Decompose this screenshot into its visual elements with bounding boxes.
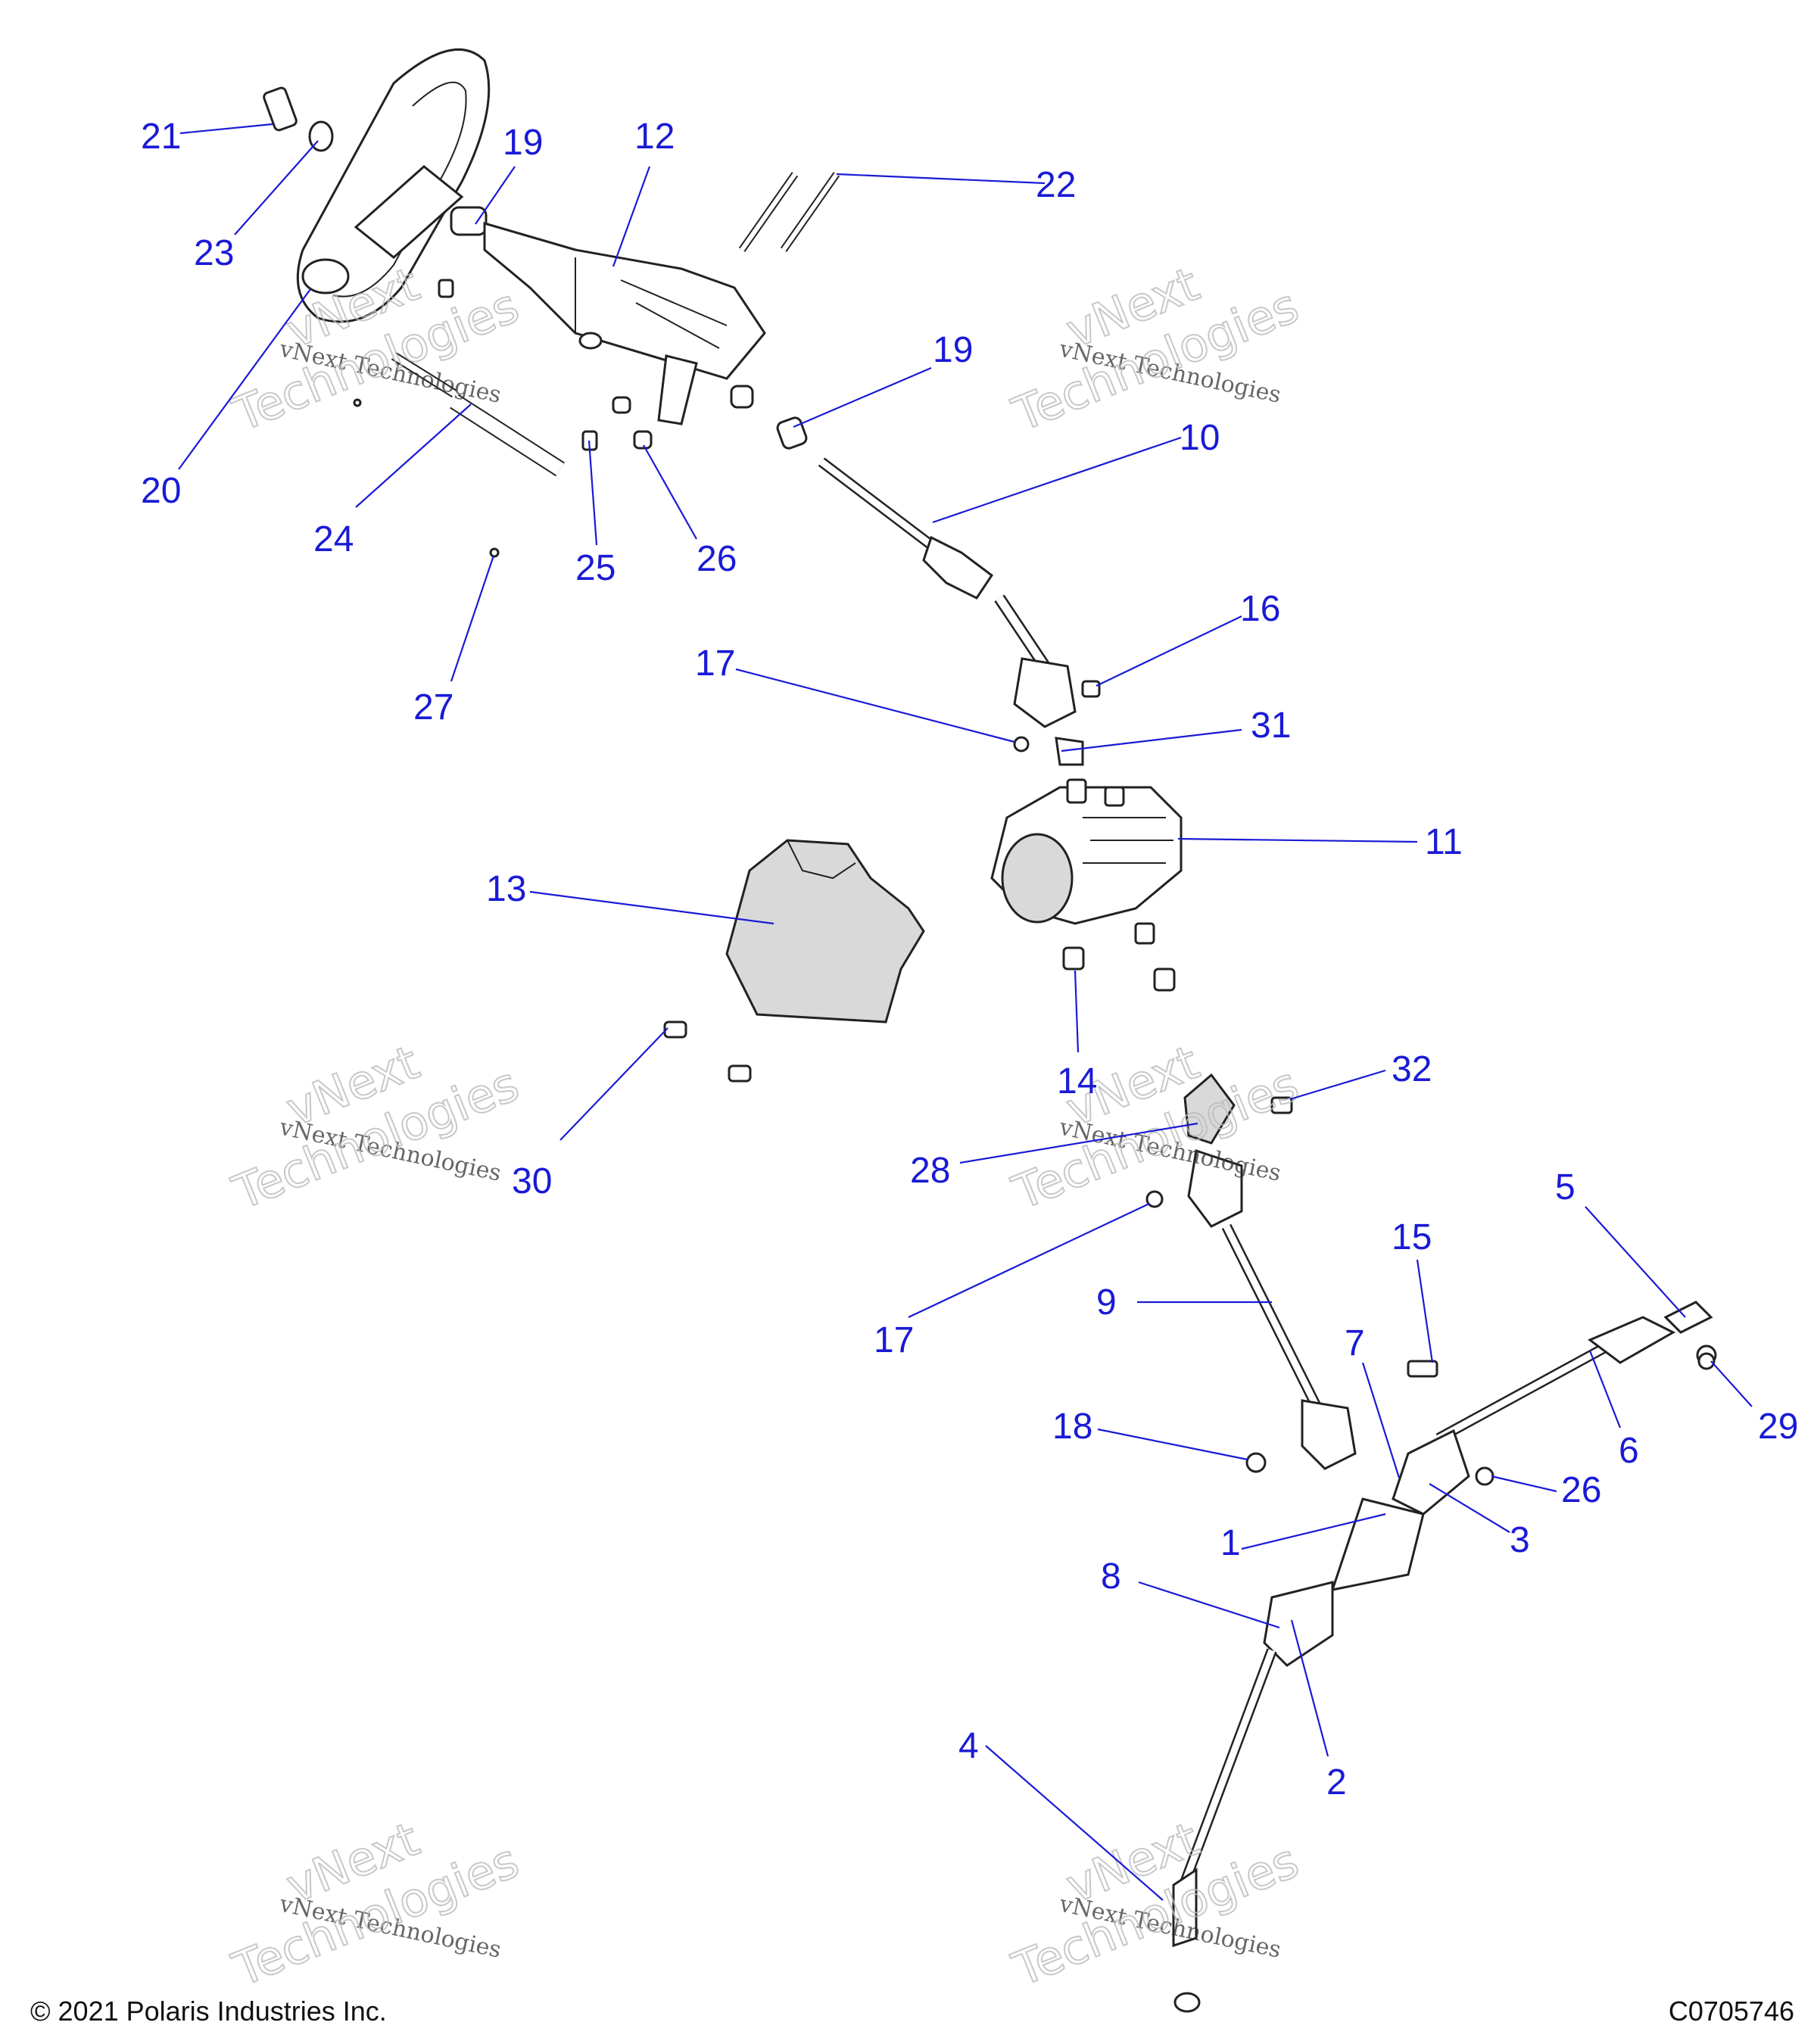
callout-3: 3 bbox=[1510, 1520, 1530, 1560]
callout-23: 23 bbox=[194, 233, 234, 273]
callout-15: 15 bbox=[1392, 1217, 1432, 1257]
bushing-mid bbox=[776, 416, 808, 450]
callout-27: 27 bbox=[413, 687, 453, 728]
tie-rod-left bbox=[1172, 1868, 1201, 2013]
callout-11: 11 bbox=[1425, 822, 1463, 862]
callout-31: 31 bbox=[1251, 706, 1291, 746]
lock-nut-lower bbox=[1145, 1190, 1164, 1208]
steering-rack bbox=[1176, 1342, 1608, 1895]
intermediate-shaft bbox=[1187, 1149, 1357, 1470]
steering-wheel bbox=[296, 48, 491, 323]
callout-1: 1 bbox=[1220, 1523, 1241, 1563]
eps-mount-bolts bbox=[1062, 946, 1176, 992]
flange-nut bbox=[1245, 1452, 1267, 1473]
callout-2: 2 bbox=[1326, 1762, 1347, 1803]
tie-rod-right bbox=[1588, 1301, 1717, 1366]
cover-screws bbox=[663, 1020, 752, 1083]
callout-7: 7 bbox=[1345, 1323, 1365, 1363]
callout-25: 25 bbox=[575, 548, 616, 588]
callout-8: 8 bbox=[1101, 1556, 1121, 1597]
callout-26: 26 bbox=[1561, 1470, 1601, 1510]
callout-20: 20 bbox=[141, 471, 181, 511]
wheel-cap bbox=[263, 86, 298, 132]
upper-steering-shaft bbox=[818, 457, 1077, 728]
callout-9: 9 bbox=[1096, 1282, 1117, 1323]
leader-lines bbox=[178, 123, 1753, 1901]
callout-labels: 21 19 12 22 23 20 24 25 26 27 19 10 16 1… bbox=[141, 117, 1798, 1803]
eps-unit bbox=[990, 778, 1183, 945]
callout-12: 12 bbox=[634, 117, 675, 157]
callout-24: 24 bbox=[313, 519, 354, 559]
callout-6: 6 bbox=[1619, 1431, 1639, 1471]
callout-14: 14 bbox=[1057, 1061, 1097, 1101]
callout-30: 30 bbox=[512, 1161, 552, 1201]
callout-10: 10 bbox=[1180, 418, 1220, 458]
retaining-clip bbox=[1055, 737, 1084, 766]
watermarks: vNext Technologies vNext Technologies vN… bbox=[224, 255, 1307, 1998]
lock-nut-29 bbox=[1697, 1352, 1716, 1370]
copyright-notice: © 2021 Polaris Industries Inc. bbox=[30, 1996, 387, 2027]
callout-5: 5 bbox=[1555, 1167, 1575, 1207]
eps-cover bbox=[725, 839, 925, 1024]
bolt-pair bbox=[738, 172, 840, 252]
lock-nut-upper bbox=[1013, 736, 1030, 752]
figure-code: C0705746 bbox=[1668, 1996, 1794, 2027]
callout-17: 17 bbox=[874, 1320, 914, 1360]
callout-22: 22 bbox=[1036, 165, 1076, 205]
callout-19: 19 bbox=[503, 123, 543, 163]
lock-nut-26 bbox=[1475, 1466, 1494, 1486]
pinch-bolt bbox=[1081, 680, 1101, 698]
gas-strut bbox=[391, 351, 565, 477]
callout-28: 28 bbox=[910, 1151, 950, 1191]
callout-13: 13 bbox=[486, 869, 526, 909]
callout-16: 16 bbox=[1240, 589, 1280, 629]
boot-plate bbox=[1183, 1073, 1236, 1145]
callout-32: 32 bbox=[1392, 1049, 1432, 1089]
bushing-upper bbox=[450, 206, 488, 236]
small-fasteners bbox=[353, 279, 754, 558]
column-bracket bbox=[483, 222, 766, 425]
callout-4: 4 bbox=[958, 1726, 979, 1766]
callout-26: 26 bbox=[697, 539, 737, 579]
callout-17: 17 bbox=[695, 643, 735, 684]
callout-18: 18 bbox=[1052, 1407, 1092, 1447]
rack-bolt bbox=[1407, 1360, 1438, 1378]
callout-29: 29 bbox=[1758, 1407, 1798, 1447]
callout-21: 21 bbox=[141, 117, 181, 157]
callout-19: 19 bbox=[933, 330, 973, 370]
plate-screw bbox=[1270, 1096, 1293, 1114]
